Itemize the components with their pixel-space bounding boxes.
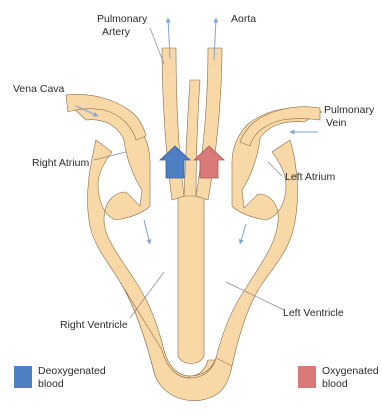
oxygenated-flow-arrow [194, 146, 224, 178]
label-aorta: Aorta [231, 13, 256, 25]
legend-oxygenated-line1: Oxygenated [322, 365, 379, 377]
label-right-ventricle: Right Ventricle [60, 319, 128, 331]
label-right-atrium: Right Atrium [32, 157, 89, 169]
septum [178, 192, 204, 364]
label-left-atrium: Left Atrium [285, 171, 335, 183]
pulmonary-vein [240, 107, 320, 146]
legend-oxygenated-swatch [298, 366, 316, 388]
label-pulmonary-vein-line2: Vein [326, 117, 347, 129]
label-pulmonary-artery-line2: Artery [102, 26, 131, 38]
legend-deoxygenated-line2: blood [38, 378, 64, 390]
label-pulmonary-vein-line1: Pulmonary [324, 104, 375, 116]
legend-deoxygenated-line1: Deoxygenated [38, 365, 106, 377]
label-pulmonary-artery-line1: Pulmonary [97, 13, 148, 25]
legend-oxygenated-line2: blood [322, 378, 348, 390]
great-vessels [66, 48, 320, 200]
left-valve-arrow [240, 224, 246, 244]
legend-deoxygenated-swatch [14, 366, 32, 388]
vessel-trunk [184, 80, 200, 196]
label-left-ventricle: Left Ventricle [283, 307, 344, 319]
leader-pulmonary-artery [150, 28, 164, 64]
right-valve-arrow [144, 220, 150, 244]
label-vena-cava: Vena Cava [13, 83, 65, 95]
